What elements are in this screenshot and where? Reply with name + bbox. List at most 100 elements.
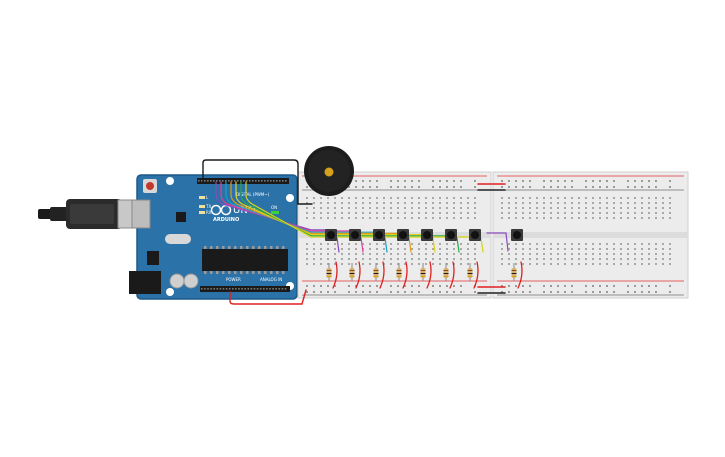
rail-hole bbox=[460, 285, 462, 287]
button-cap[interactable] bbox=[399, 231, 407, 239]
terminal-hole bbox=[362, 197, 364, 199]
resistor[interactable] bbox=[420, 263, 426, 281]
resistor[interactable] bbox=[511, 263, 517, 281]
wires[interactable] bbox=[202, 159, 523, 305]
terminal-hole bbox=[641, 202, 643, 204]
terminal-hole bbox=[515, 207, 517, 209]
terminal-hole bbox=[439, 212, 441, 214]
piezo-buzzer[interactable] bbox=[304, 146, 354, 196]
vcc-wire[interactable] bbox=[379, 261, 385, 289]
signal-wire[interactable] bbox=[215, 181, 326, 231]
button-output-wire[interactable] bbox=[336, 237, 340, 253]
vcc-wire[interactable] bbox=[449, 261, 455, 289]
button-cap[interactable] bbox=[351, 231, 359, 239]
terminal-hole bbox=[606, 202, 608, 204]
push-button[interactable] bbox=[511, 229, 523, 241]
vcc-wire[interactable] bbox=[473, 261, 479, 289]
rail-hole bbox=[355, 180, 357, 182]
push-button[interactable] bbox=[397, 229, 409, 241]
button-output-wire[interactable] bbox=[384, 237, 388, 253]
push-button[interactable] bbox=[469, 229, 481, 241]
arduino-uno-board[interactable]: TX RX L ON UNO ARDUINO DIGITAL (PWM~) PO… bbox=[129, 174, 298, 300]
terminal-hole bbox=[474, 253, 476, 255]
resistor[interactable] bbox=[349, 263, 355, 281]
terminal-hole bbox=[662, 248, 664, 250]
button-output-wire[interactable] bbox=[480, 237, 484, 253]
rail-hole bbox=[522, 285, 524, 287]
signal-wire[interactable] bbox=[235, 181, 422, 236]
terminal-hole bbox=[404, 207, 406, 209]
terminal-hole bbox=[501, 212, 503, 214]
terminal-hole bbox=[355, 248, 357, 250]
terminal-hole bbox=[571, 263, 573, 265]
resistor[interactable] bbox=[373, 263, 379, 281]
push-button[interactable] bbox=[445, 229, 457, 241]
terminal-hole bbox=[397, 207, 399, 209]
button-cap[interactable] bbox=[423, 231, 431, 239]
button-cap[interactable] bbox=[513, 231, 521, 239]
signal-wire[interactable] bbox=[220, 181, 350, 232]
usb-cable[interactable] bbox=[38, 199, 145, 229]
terminal-hole bbox=[641, 258, 643, 260]
terminal-hole bbox=[578, 263, 580, 265]
terminal-hole bbox=[376, 253, 378, 255]
usb-port[interactable] bbox=[131, 199, 151, 229]
power-wire[interactable] bbox=[229, 289, 307, 305]
resistors[interactable] bbox=[326, 263, 517, 281]
terminal-hole bbox=[641, 243, 643, 245]
push-button[interactable] bbox=[325, 229, 337, 241]
terminal-hole bbox=[508, 217, 510, 219]
push-buttons[interactable] bbox=[325, 229, 523, 241]
rail-hole bbox=[641, 285, 643, 287]
terminal-hole bbox=[425, 197, 427, 199]
resistor[interactable] bbox=[443, 263, 449, 281]
resistor[interactable] bbox=[396, 263, 402, 281]
signal-wire[interactable] bbox=[230, 181, 398, 234]
terminal-hole bbox=[313, 253, 315, 255]
terminal-hole bbox=[313, 207, 315, 209]
terminal-hole bbox=[369, 217, 371, 219]
signal-wire[interactable] bbox=[225, 181, 374, 233]
header-pin bbox=[240, 180, 242, 182]
button-cap[interactable] bbox=[327, 231, 335, 239]
breadboard-2[interactable] bbox=[492, 171, 689, 299]
rail-hole bbox=[390, 186, 392, 188]
button-cap[interactable] bbox=[471, 231, 479, 239]
terminal-hole bbox=[439, 243, 441, 245]
terminal-hole bbox=[578, 253, 580, 255]
push-button[interactable] bbox=[349, 229, 361, 241]
vcc-wire[interactable] bbox=[355, 261, 361, 289]
signal-wire[interactable] bbox=[240, 181, 446, 237]
button-output-wire[interactable] bbox=[456, 237, 460, 253]
rail-hole bbox=[390, 291, 392, 293]
button-cap[interactable] bbox=[375, 231, 383, 239]
vcc-wire[interactable] bbox=[517, 261, 523, 289]
signal-wire[interactable] bbox=[245, 181, 470, 238]
button-cap[interactable] bbox=[447, 231, 455, 239]
terminal-hole bbox=[522, 217, 524, 219]
rail-hole bbox=[306, 186, 308, 188]
ground-wire[interactable] bbox=[202, 159, 313, 205]
push-button[interactable] bbox=[421, 229, 433, 241]
vcc-wire[interactable] bbox=[332, 261, 338, 289]
button-output-wire[interactable] bbox=[360, 237, 364, 253]
terminal-hole bbox=[460, 207, 462, 209]
power-jack[interactable] bbox=[129, 271, 161, 294]
push-button[interactable] bbox=[373, 229, 385, 241]
vcc-wire[interactable] bbox=[402, 261, 408, 289]
atmega-chip bbox=[202, 249, 288, 271]
resistor[interactable] bbox=[326, 263, 332, 281]
terminal-hole bbox=[634, 258, 636, 260]
button-output-wire[interactable] bbox=[432, 237, 436, 253]
header-pin bbox=[267, 180, 269, 182]
resistor[interactable] bbox=[467, 263, 473, 281]
signal-wire[interactable] bbox=[486, 232, 509, 252]
terminal-hole bbox=[641, 212, 643, 214]
resistor-band bbox=[420, 270, 426, 271]
terminal-hole bbox=[515, 253, 517, 255]
rail-hole bbox=[376, 291, 378, 293]
vcc-wire[interactable] bbox=[426, 261, 432, 289]
button-output-wire[interactable] bbox=[408, 237, 412, 253]
